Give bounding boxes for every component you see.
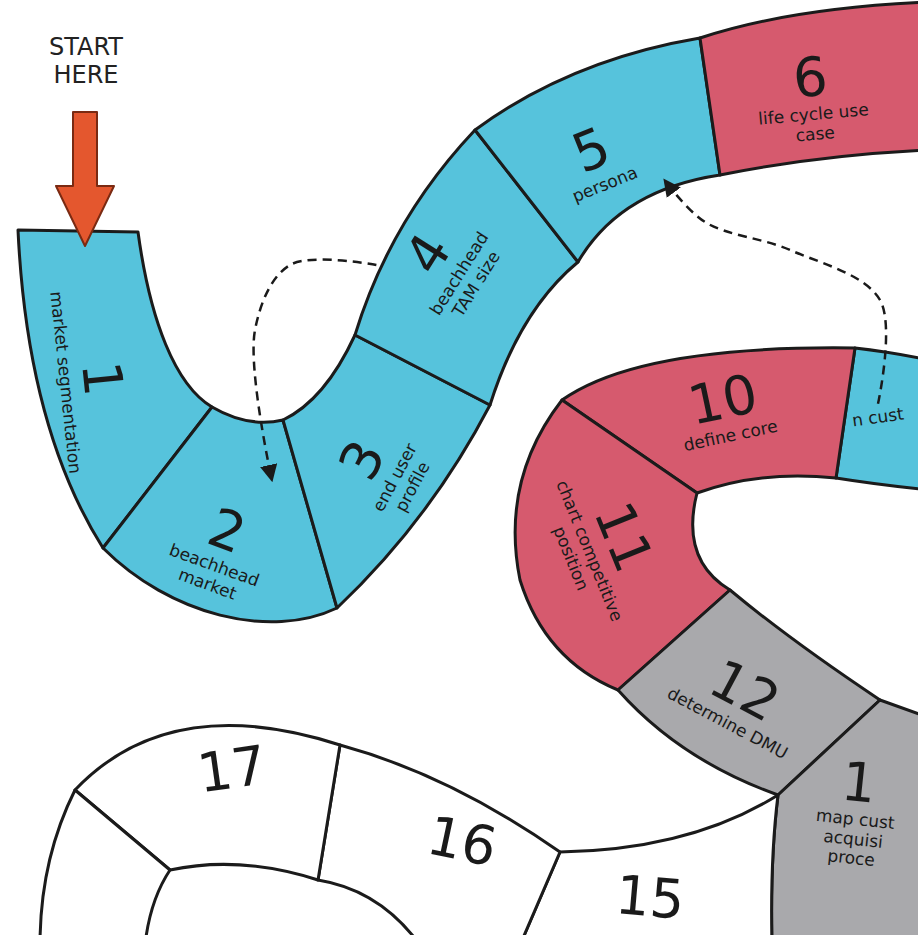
track-segment: 1market segmentation	[44, 267, 140, 493]
track-shape	[318, 745, 560, 935]
track-shape	[40, 790, 170, 935]
track-segment: 3end user profile	[315, 404, 444, 536]
dashed-arrow	[664, 180, 886, 404]
start-label: START HERE	[31, 34, 141, 89]
step-label: map cust acquisi proce	[808, 805, 898, 872]
track-shape	[520, 795, 778, 935]
step-number: 17	[184, 737, 281, 803]
step-number: 1	[814, 752, 903, 814]
track-shape	[700, 2, 918, 175]
step-label: life cycle use case	[753, 100, 876, 149]
track-segment: 12determine DMU	[657, 632, 824, 767]
track-segment: 16	[412, 806, 511, 878]
track-segment: 5persona	[526, 103, 665, 216]
step-label: n cust	[845, 404, 911, 432]
track-segment: 11chart competitive position	[530, 449, 680, 641]
track-segment: 15	[603, 867, 697, 929]
track-segment: 2beachhead market	[134, 481, 307, 620]
track-segment: 6life cycle use case	[748, 46, 876, 149]
track-shape	[475, 38, 720, 262]
step-number: 16	[412, 806, 511, 878]
track-segment: 10define core	[649, 359, 801, 460]
track-shape	[772, 700, 918, 935]
track-segment: 17	[184, 737, 281, 803]
step-number: 15	[603, 867, 697, 929]
track-segment: n cust	[845, 404, 911, 432]
track-segment: 1map cust acquisi proce	[808, 752, 903, 873]
track-segment: 4beachhead TAM size	[376, 194, 513, 337]
start-arrow	[56, 112, 114, 246]
